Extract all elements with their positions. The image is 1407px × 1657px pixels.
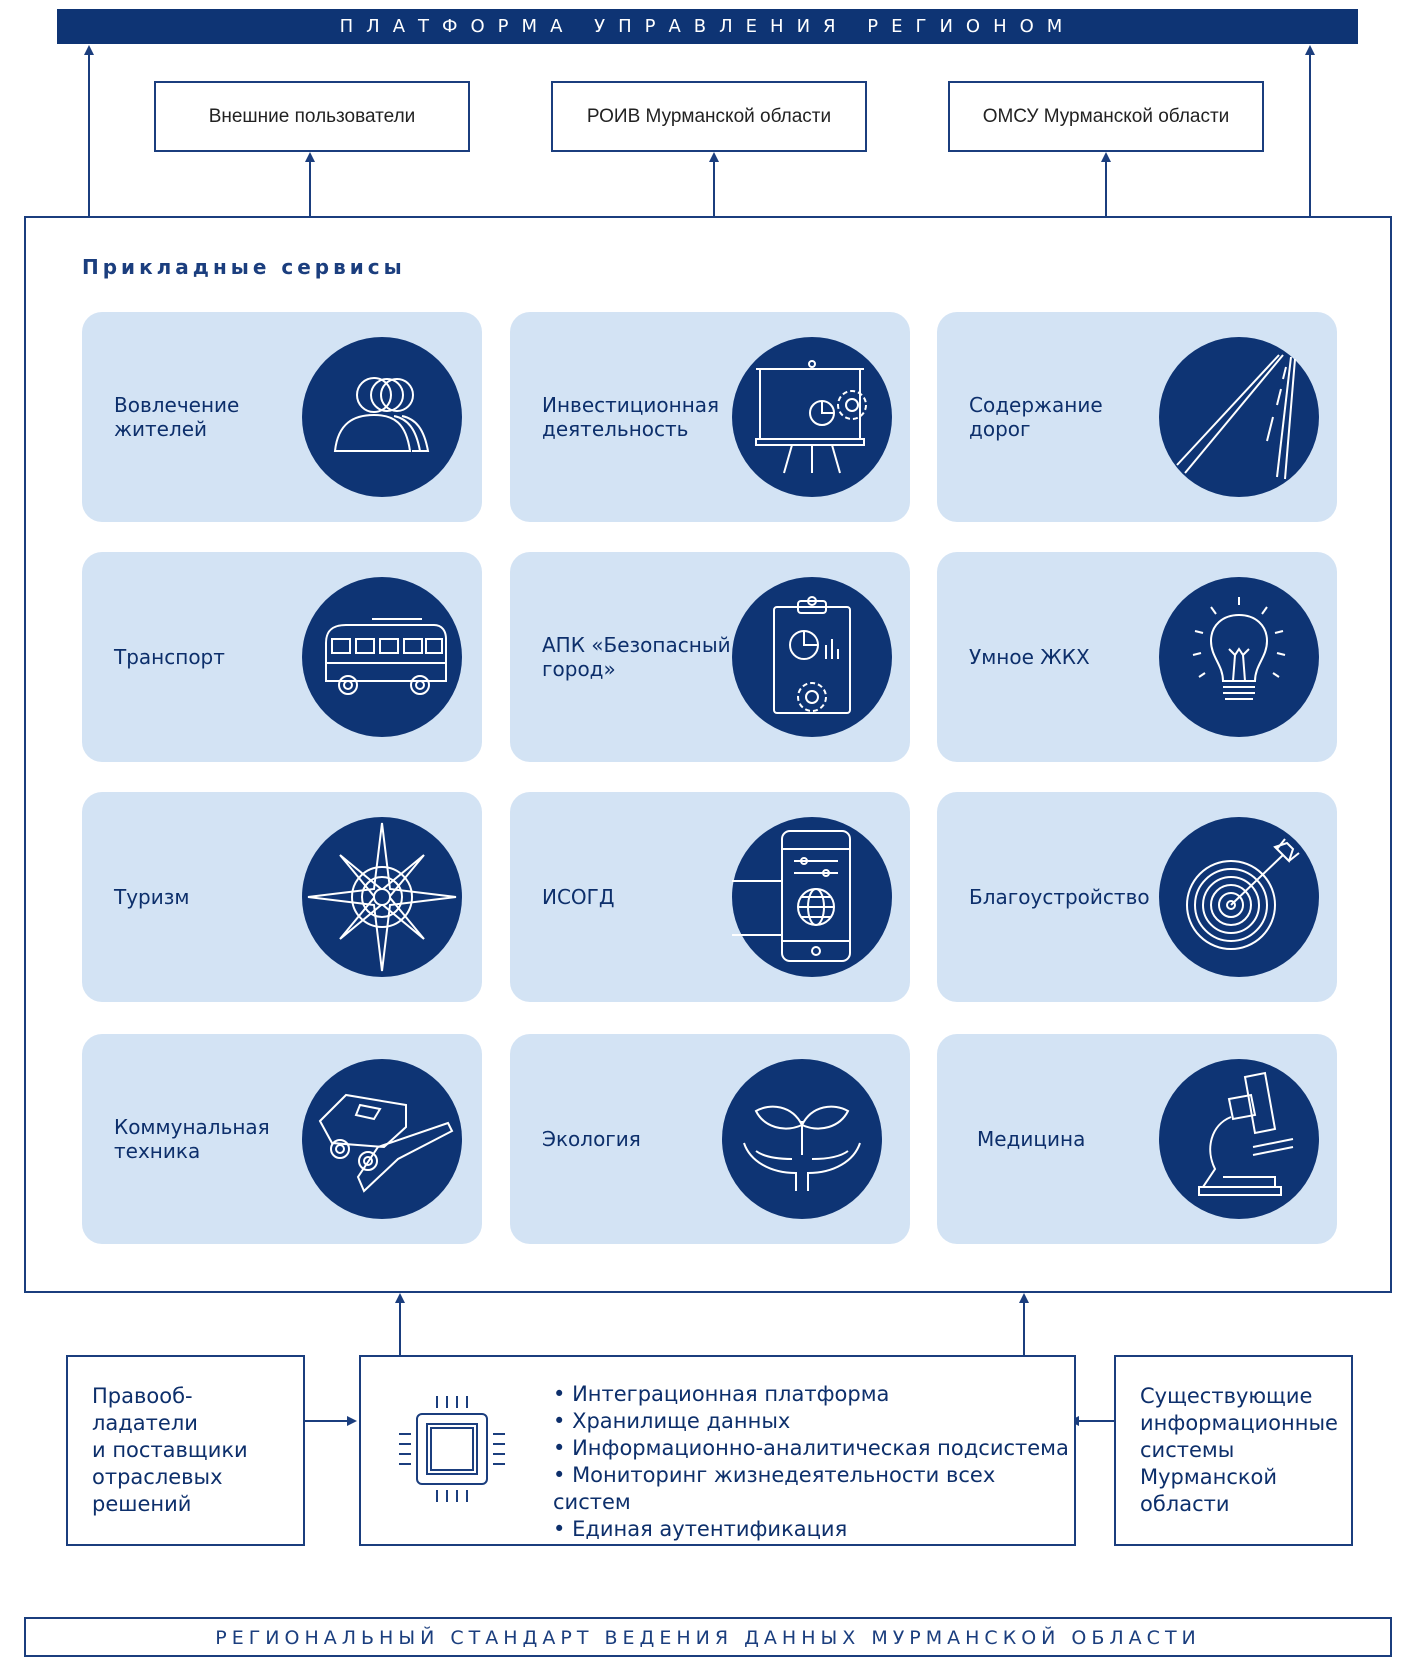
rights-holders-label: Правооб- ладатели и поставщики отраслевы… bbox=[92, 1384, 248, 1516]
lightbulb-icon bbox=[1159, 577, 1319, 737]
feature-item: Интеграционная платформа bbox=[553, 1381, 1074, 1408]
omsu-label: ОМСУ Мурманской области bbox=[982, 105, 1230, 127]
people-icon bbox=[302, 337, 462, 497]
service-card-residents[interactable]: Вовлечение жителей bbox=[82, 312, 482, 522]
service-card-transport[interactable]: Транспорт bbox=[82, 552, 482, 762]
presentation-board-icon bbox=[732, 337, 892, 497]
service-card-medicine[interactable]: Медицина bbox=[937, 1034, 1337, 1244]
service-label: Благоустройство bbox=[969, 885, 1150, 909]
service-label: Инвестиционная деятельность bbox=[542, 393, 720, 441]
service-card-ecology[interactable]: Экология bbox=[510, 1034, 910, 1244]
service-card-municipal-vehicles[interactable]: Коммунальная техника bbox=[82, 1034, 482, 1244]
clipboard-chart-icon bbox=[732, 577, 892, 737]
roiv-label: РОИВ Мурманской области bbox=[586, 105, 832, 127]
service-label: Экология bbox=[542, 1127, 641, 1151]
existing-systems-box: Существующие информационные системы Мурм… bbox=[1114, 1355, 1353, 1546]
service-card-safe-city[interactable]: АПК «Безопасный город» bbox=[510, 552, 910, 762]
service-label: Содержание дорог bbox=[969, 393, 1103, 441]
service-card-roads[interactable]: Содержание дорог bbox=[937, 312, 1337, 522]
smartphone-globe-icon bbox=[732, 817, 892, 977]
external-users-box: Внешние пользователи bbox=[154, 81, 470, 152]
service-card-landscaping[interactable]: Благоустройство bbox=[937, 792, 1337, 1002]
platform-title-bar: ПЛАТФОРМА УПРАВЛЕНИЯ РЕГИОНОМ bbox=[57, 9, 1358, 44]
service-label: Коммунальная техника bbox=[114, 1115, 270, 1163]
regional-standard-title: РЕГИОНАЛЬНЫЙ СТАНДАРТ ВЕДЕНИЯ ДАННЫХ МУР… bbox=[215, 1627, 1201, 1649]
service-label: Медицина bbox=[977, 1127, 1086, 1151]
service-card-smart-utilities[interactable]: Умное ЖКХ bbox=[937, 552, 1337, 762]
feature-item: Единая аутентификация bbox=[553, 1516, 1074, 1543]
platform-features-list: Интеграционная платформа Хранилище данны… bbox=[553, 1381, 1074, 1543]
omsu-box: ОМСУ Мурманской области bbox=[948, 81, 1264, 152]
service-card-isogd[interactable]: ИСОГД bbox=[510, 792, 910, 1002]
roiv-box: РОИВ Мурманской области bbox=[551, 81, 867, 152]
hands-plant-icon bbox=[722, 1059, 882, 1219]
service-label: ИСОГД bbox=[542, 885, 615, 909]
service-label: Транспорт bbox=[114, 645, 225, 669]
service-label: Туризм bbox=[114, 885, 190, 909]
feature-item: Мониторинг жизнедеятельности всех систем bbox=[553, 1462, 1074, 1516]
bus-icon bbox=[302, 577, 462, 737]
applied-services-frame bbox=[24, 216, 1392, 1293]
utility-vehicle-icon bbox=[302, 1059, 462, 1219]
service-label: АПК «Безопасный город» bbox=[542, 633, 731, 681]
feature-item: Хранилище данных bbox=[553, 1408, 1074, 1435]
external-users-label: Внешние пользователи bbox=[208, 105, 416, 127]
existing-systems-label: Существующие информационные системы Мурм… bbox=[1140, 1384, 1338, 1516]
rights-holders-box: Правооб- ладатели и поставщики отраслевы… bbox=[66, 1355, 305, 1546]
target-icon bbox=[1159, 817, 1319, 977]
service-card-investment[interactable]: Инвестиционная деятельность bbox=[510, 312, 910, 522]
service-label: Умное ЖКХ bbox=[969, 645, 1090, 669]
microscope-icon bbox=[1159, 1059, 1319, 1219]
regional-standard-bar: РЕГИОНАЛЬНЫЙ СТАНДАРТ ВЕДЕНИЯ ДАННЫХ МУР… bbox=[24, 1617, 1392, 1657]
service-label: Вовлечение жителей bbox=[114, 393, 240, 441]
integration-platform-box: Интеграционная платформа Хранилище данны… bbox=[359, 1355, 1076, 1546]
platform-title: ПЛАТФОРМА УПРАВЛЕНИЯ РЕГИОНОМ bbox=[339, 16, 1076, 37]
compass-rose-icon bbox=[302, 817, 462, 977]
service-card-tourism[interactable]: Туризм bbox=[82, 792, 482, 1002]
section-title: Прикладные сервисы bbox=[82, 255, 406, 279]
feature-item: Информационно-аналитическая подсистема bbox=[553, 1435, 1074, 1462]
road-icon bbox=[1159, 337, 1319, 497]
chip-icon bbox=[397, 1382, 507, 1512]
